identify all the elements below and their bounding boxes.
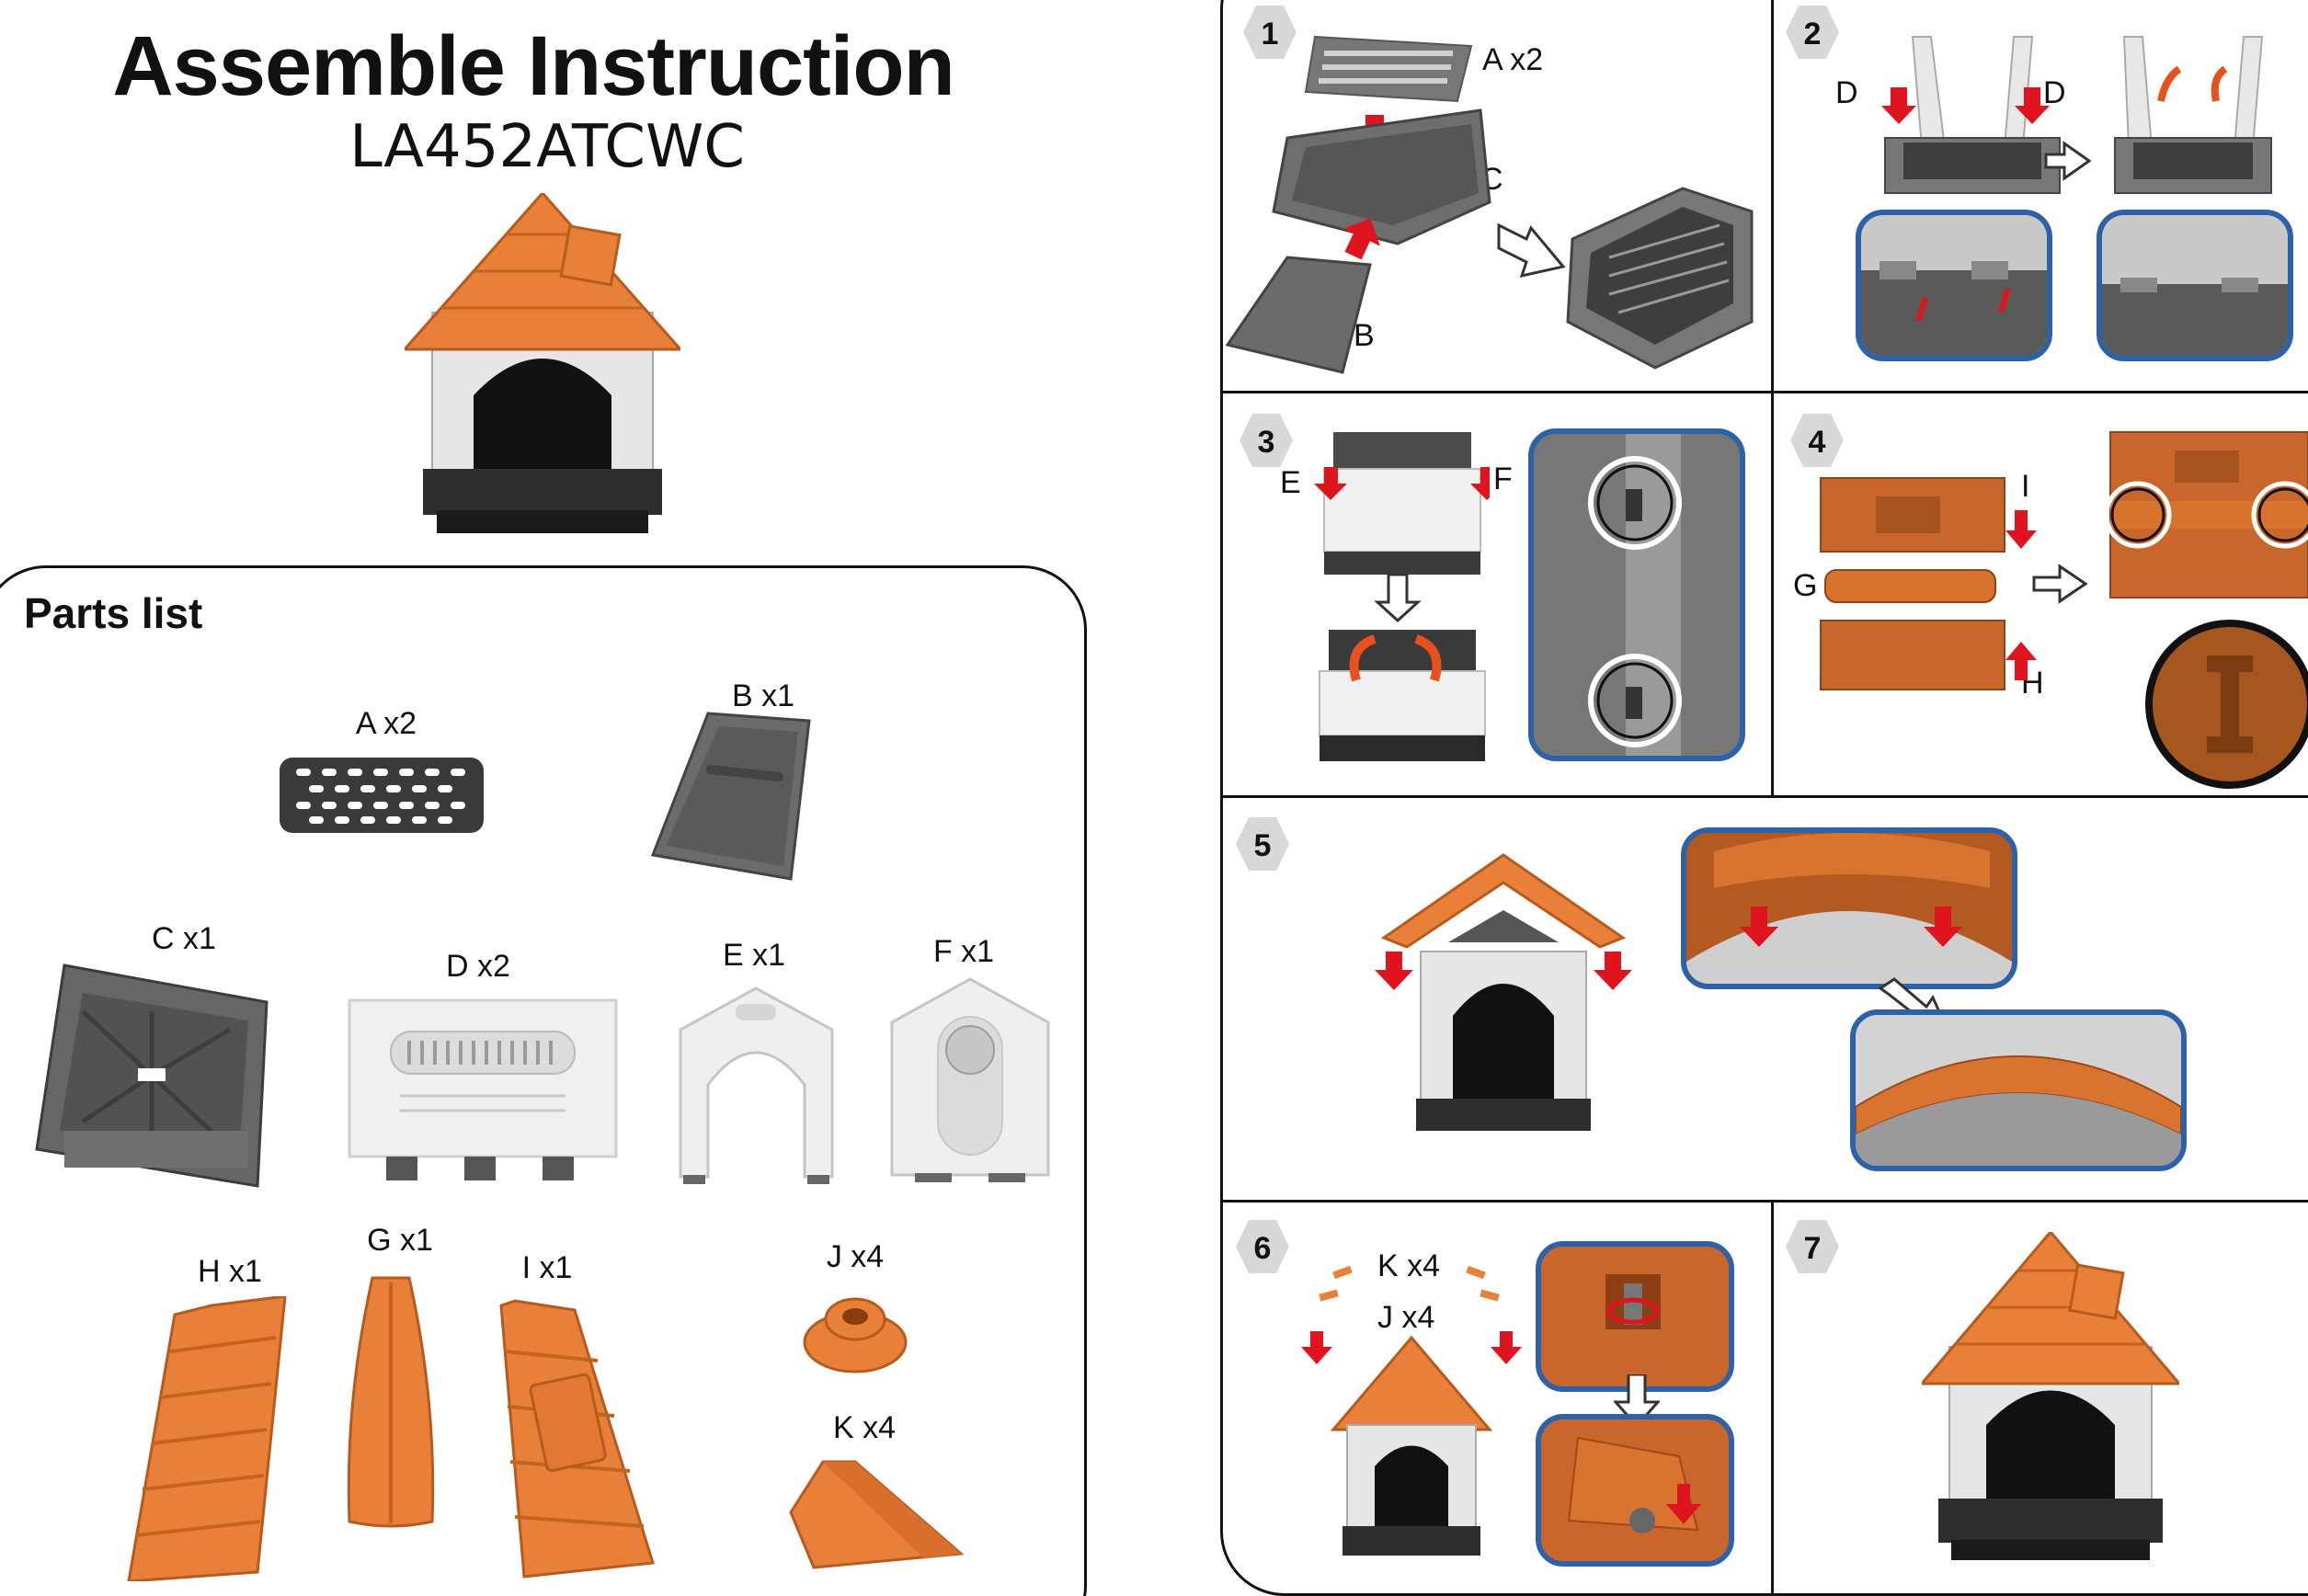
- step5-detail-bottom: [1850, 1009, 2187, 1171]
- step3-callout-f: F: [1493, 462, 1513, 496]
- part-f-back-wall: [890, 977, 1050, 1182]
- part-label-d: D x2: [446, 949, 510, 984]
- step-divider: [1221, 795, 2308, 798]
- step2-callout-d-left: D: [1835, 75, 1858, 110]
- step-divider: [1771, 0, 1774, 795]
- svg-text:7: 7: [1804, 1231, 1822, 1266]
- step2-illustration: [1881, 36, 2272, 194]
- step-number-badge: 7: [1786, 1220, 1839, 1273]
- step1-callout-a: A x2: [1482, 42, 1544, 77]
- step7-finished-doghouse: [1922, 1232, 2179, 1560]
- step2-detail-left: [1856, 210, 2052, 361]
- part-k-wedge: [789, 1460, 965, 1569]
- part-label-k: K x4: [832, 1410, 897, 1445]
- steps-panel: [1220, 0, 2308, 1596]
- part-a-floor-grate: [280, 758, 484, 833]
- svg-text:1: 1: [1262, 17, 1279, 51]
- part-c-base-tray: [35, 963, 269, 1188]
- part-label-f: F x1: [932, 934, 995, 969]
- svg-text:2: 2: [1804, 17, 1822, 51]
- step6-detail-bottom: [1536, 1414, 1734, 1567]
- step3-callout-e: E: [1280, 465, 1301, 500]
- part-label-c: C x1: [152, 921, 216, 956]
- part-label-e: E x1: [722, 938, 786, 973]
- step-divider: [1771, 1200, 1774, 1596]
- step-number-badge: 2: [1786, 6, 1839, 59]
- step3-detail: [1528, 428, 1745, 761]
- page-title: Assemble Instruction: [112, 19, 955, 113]
- parts-list-panel: [0, 565, 1087, 1596]
- part-b-ramp-panel: [650, 712, 811, 881]
- step4-callout-i: I: [2021, 469, 2030, 504]
- part-e-front-wall: [679, 986, 834, 1184]
- step-number-badge: 3: [1240, 414, 1293, 467]
- step2-detail-right: [2097, 210, 2293, 361]
- step4-illustration-parts: [1820, 477, 2005, 690]
- step4-illustration-assembled: [2104, 431, 2308, 598]
- part-label-a: A x2: [355, 706, 417, 741]
- step5-detail-top: [1681, 827, 2017, 989]
- svg-text:5: 5: [1254, 828, 1272, 863]
- step4-detail-circle: [2145, 620, 2308, 789]
- part-label-h: H x1: [198, 1254, 262, 1289]
- part-g-roof-ridge: [347, 1276, 435, 1528]
- step3-illustration: [1314, 432, 1490, 761]
- part-d-side-wall: [348, 998, 618, 1180]
- svg-text:3: 3: [1258, 425, 1275, 460]
- step-number-badge: 1: [1243, 6, 1297, 59]
- parts-list-title: Parts list: [24, 589, 203, 637]
- svg-text:6: 6: [1254, 1231, 1272, 1266]
- part-label-i: I x1: [521, 1250, 573, 1285]
- step-number-badge: 4: [1790, 414, 1844, 467]
- step1-callout-b: B: [1354, 318, 1375, 353]
- step6-callout-k: K x4: [1377, 1248, 1441, 1283]
- step4-callout-g: G: [1793, 568, 1818, 603]
- model-number: LA452ATCWC: [349, 113, 745, 181]
- step-number-badge: 5: [1236, 817, 1289, 871]
- part-label-j: J x4: [826, 1239, 885, 1274]
- step-divider: [1221, 391, 2308, 393]
- part-h-roof-left: [127, 1296, 287, 1581]
- step5-illustration: [1375, 853, 1632, 1131]
- step6-callout-j: J x4: [1377, 1300, 1435, 1335]
- part-j-nut: [803, 1297, 908, 1374]
- step6-detail-top: [1536, 1241, 1734, 1392]
- svg-text:4: 4: [1809, 425, 1826, 460]
- step1-illustration: [1225, 35, 1754, 374]
- step2-callout-d-right: D: [2043, 75, 2066, 110]
- step-number-badge: 6: [1236, 1220, 1289, 1273]
- step6-illustration: [1301, 1265, 1522, 1556]
- step4-outline-arrow: [2032, 564, 2087, 604]
- part-label-g: G x1: [367, 1223, 433, 1258]
- part-label-b: B x1: [731, 678, 795, 713]
- doghouse-hero-illustration: [405, 193, 680, 533]
- part-i-roof-right: [499, 1299, 655, 1579]
- step-divider: [1221, 1200, 2308, 1203]
- step4-arrows: [2005, 510, 2037, 680]
